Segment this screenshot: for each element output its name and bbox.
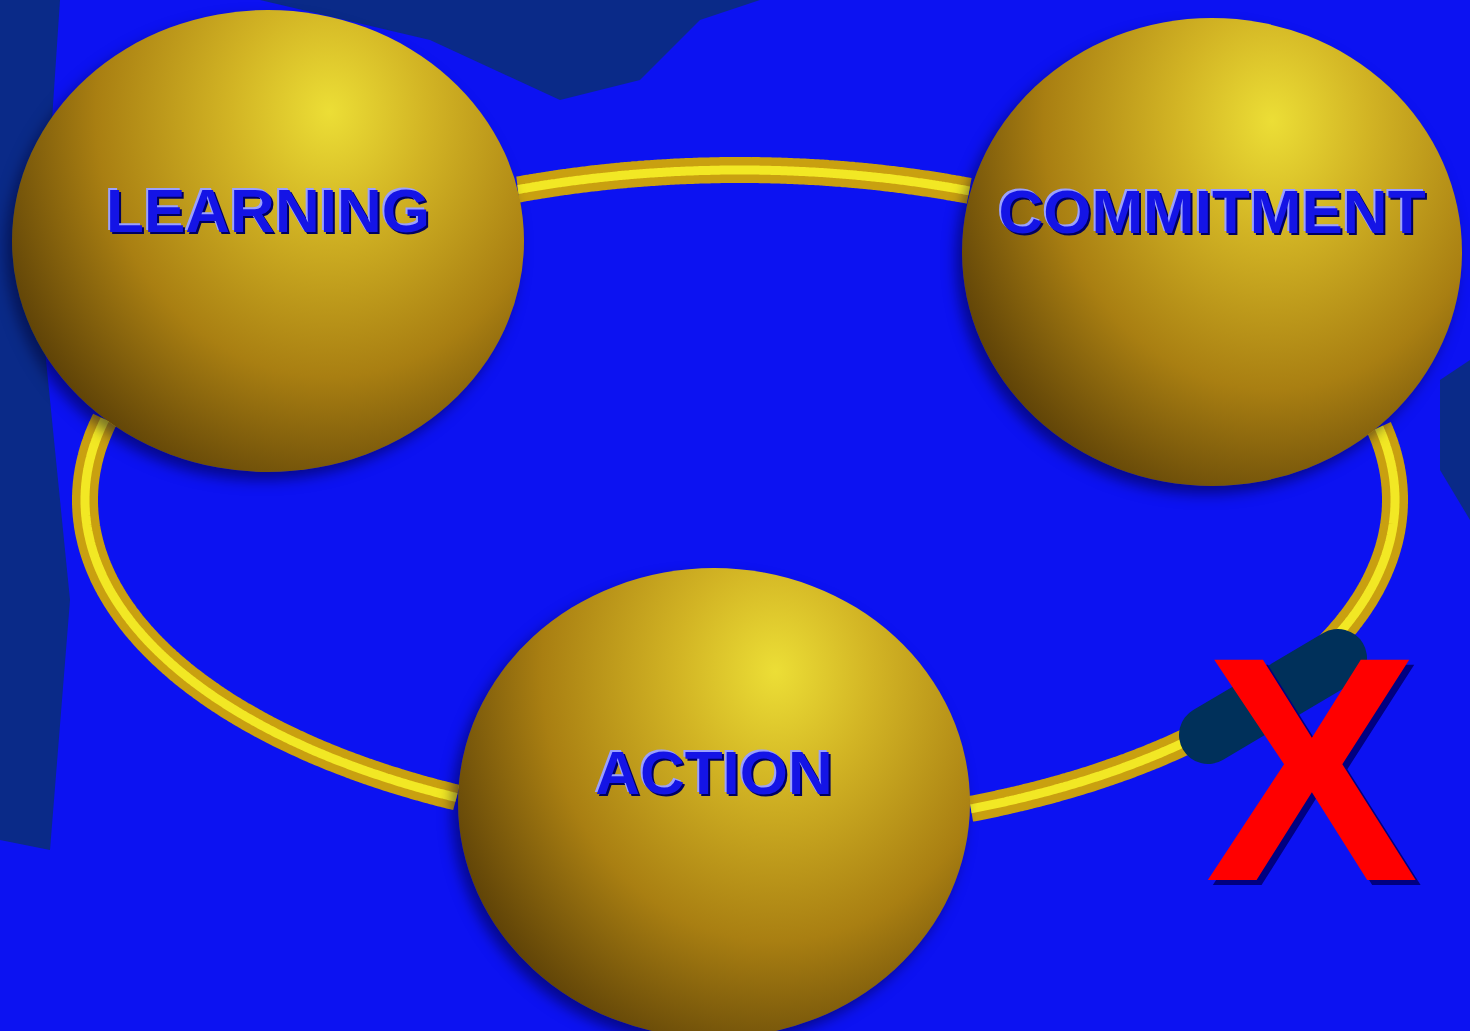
ring-segment bbox=[518, 170, 969, 191]
ring-highlight bbox=[518, 170, 969, 191]
cross-mark: X bbox=[1205, 609, 1418, 929]
dark-edge bbox=[1440, 360, 1470, 520]
node-label: COMMITMENT bbox=[998, 178, 1425, 246]
node-label: ACTION bbox=[595, 739, 833, 807]
ring-segment bbox=[85, 419, 457, 797]
node-label: LEARNING bbox=[106, 177, 430, 245]
sphere-node: COMMITMENT bbox=[962, 18, 1462, 486]
ring-highlight bbox=[85, 419, 457, 797]
ring-band bbox=[85, 419, 457, 797]
sphere-node: ACTION bbox=[458, 568, 970, 1031]
sphere-node: LEARNING bbox=[12, 10, 524, 472]
ring-band bbox=[518, 170, 969, 191]
